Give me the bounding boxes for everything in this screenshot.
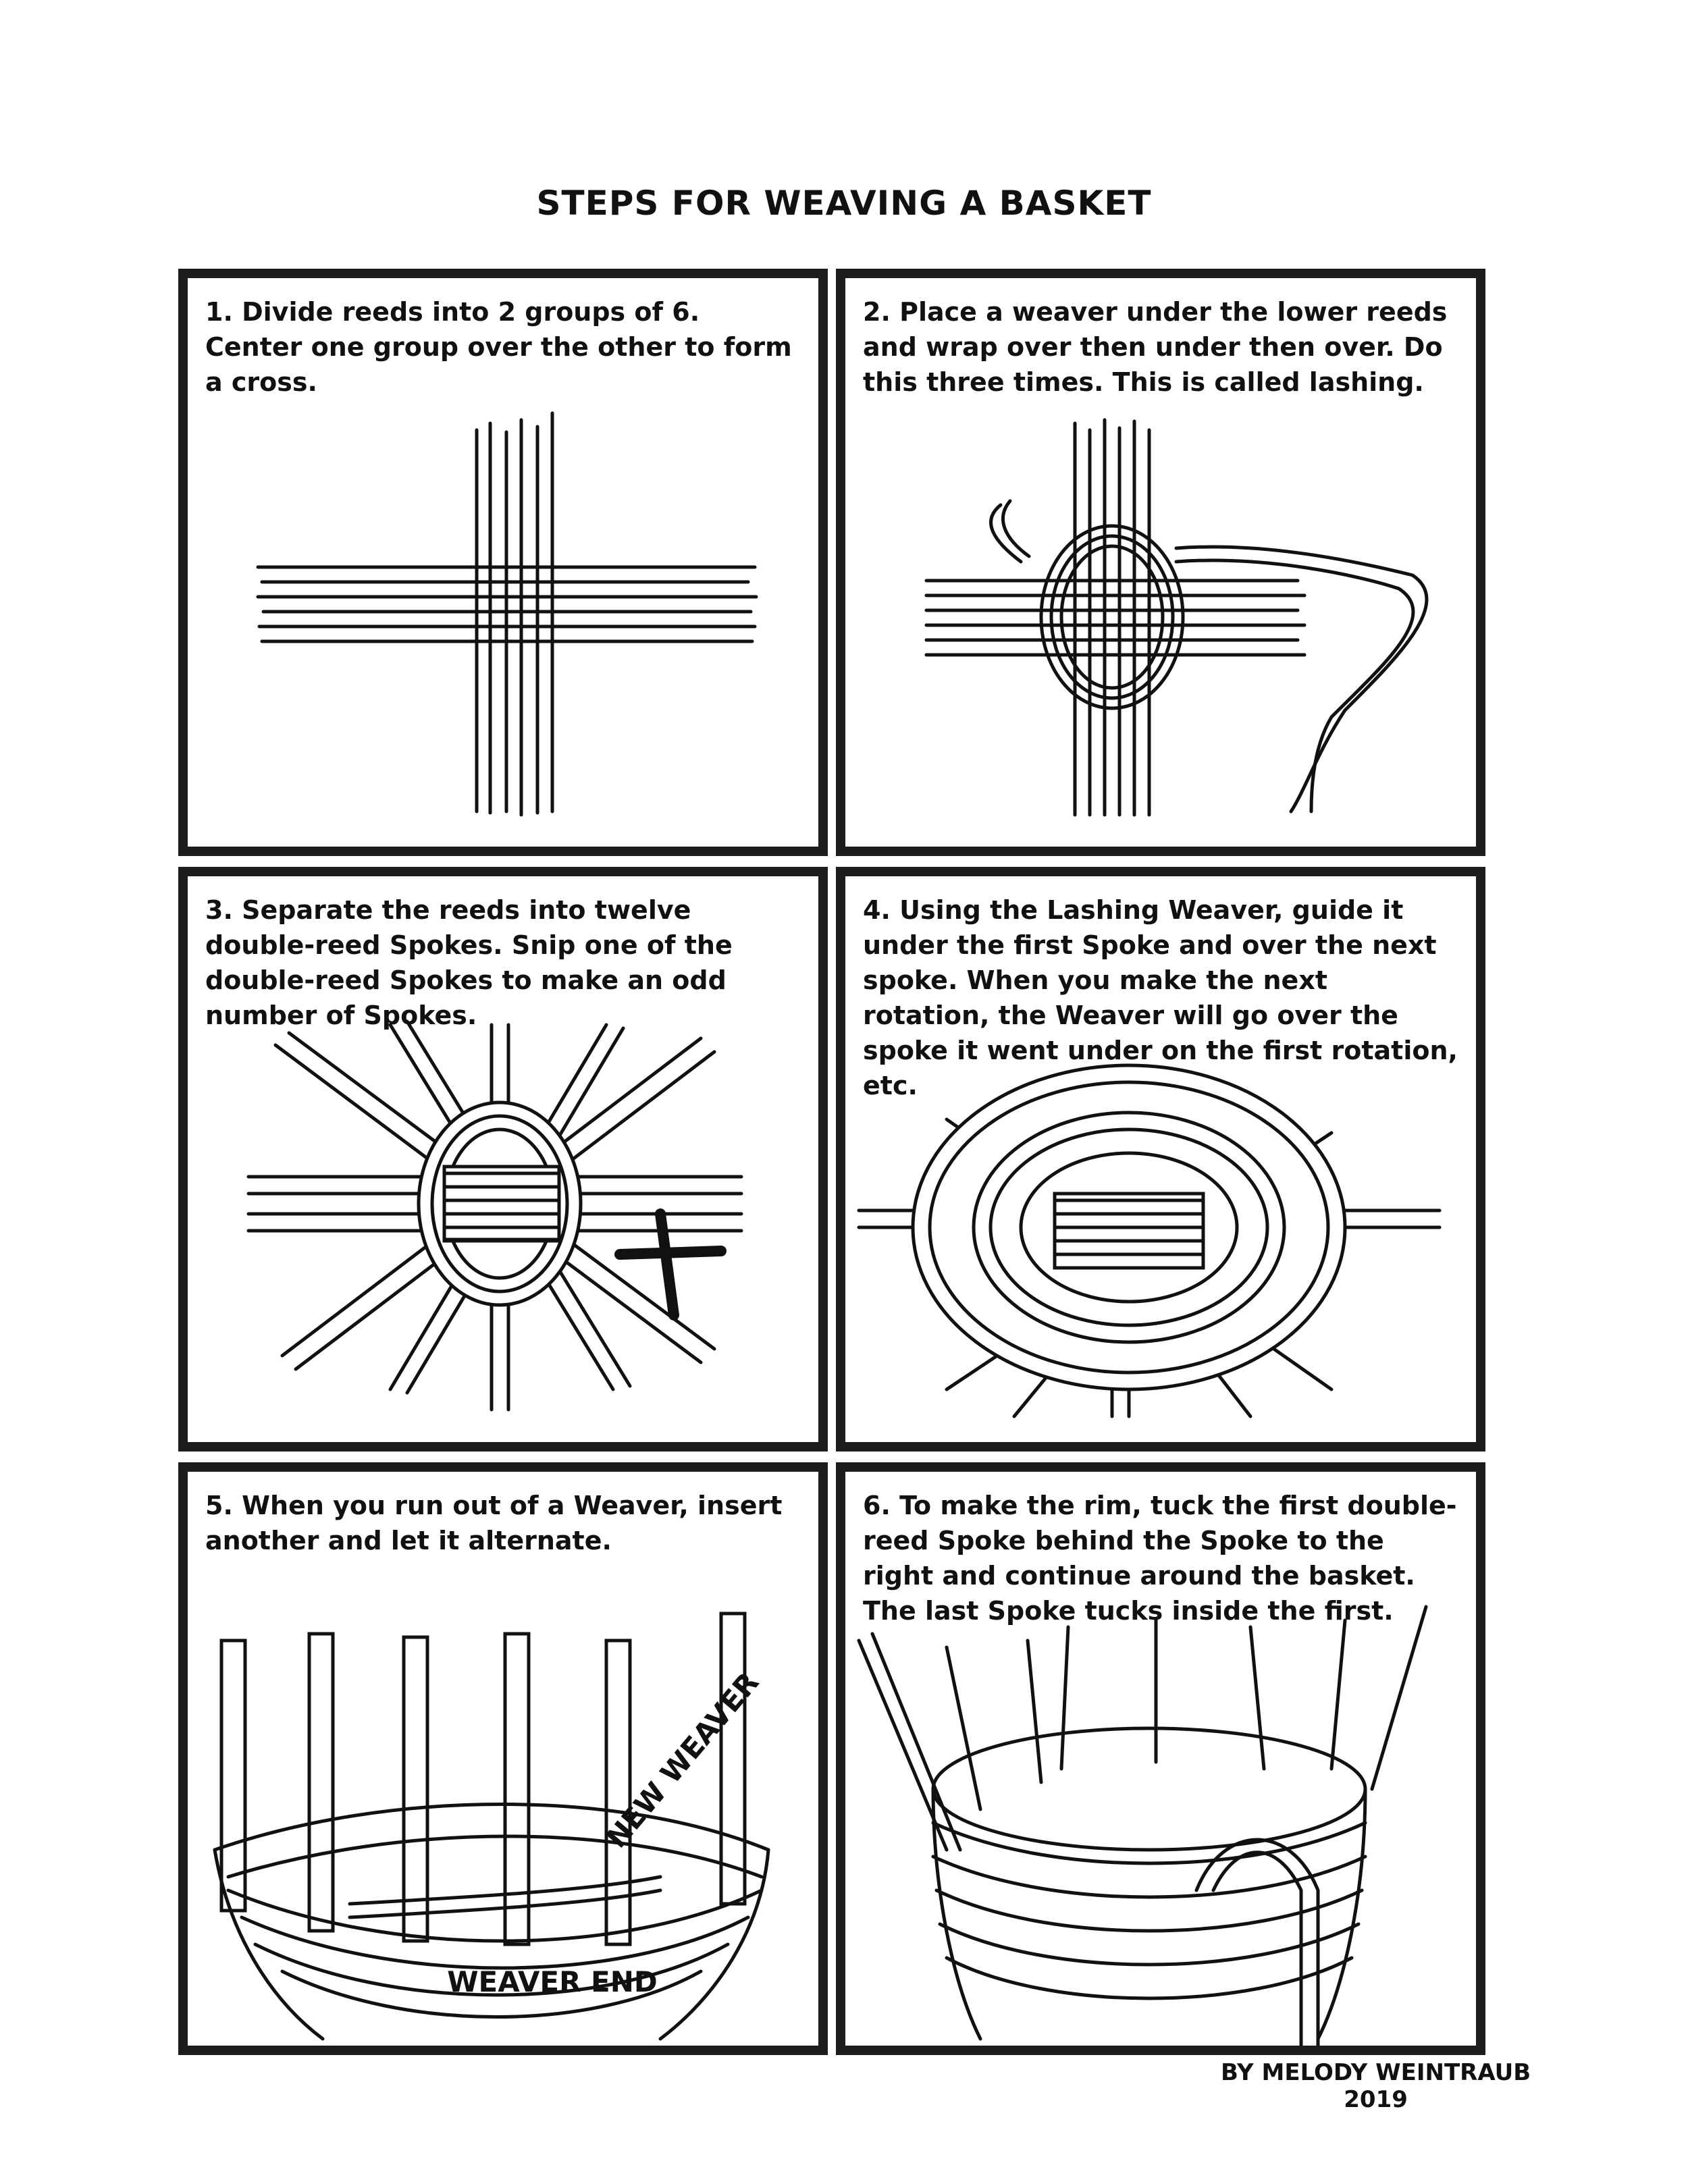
author-credit: BY MELODY WEINTRAUB 2019 <box>1221 2059 1531 2113</box>
step-2-text: 2. Place a weaver under the lower reeds … <box>863 297 1448 397</box>
step-4-text: 4. Using the Lashing Weaver, guide it un… <box>863 895 1458 1100</box>
lashing-illustration <box>924 418 1429 817</box>
step-6-text: 6. To make the rim, tuck the first doubl… <box>863 1491 1457 1626</box>
step-3-text: 3. Separate the reeds into twelve double… <box>205 895 733 1030</box>
weaver-end-label: WEAVER END <box>447 1965 658 1998</box>
author-name: BY MELODY WEINTRAUB <box>1221 2059 1531 2086</box>
step-5-panel: 5. When you run out of a Weaver, insert … <box>178 1462 828 2055</box>
snip-mark-icon <box>614 1208 727 1321</box>
step-1-text: 1. Divide reeds into 2 groups of 6. Cent… <box>205 297 792 397</box>
weaving-rotation-illustration <box>857 1063 1442 1418</box>
step-5-text: 5. When you run out of a Weaver, insert … <box>205 1491 783 1555</box>
step-4-panel: 4. Using the Lashing Weaver, guide it un… <box>836 867 1485 1451</box>
rim-illustration <box>857 1605 1428 2046</box>
reed-cross-illustration <box>256 411 758 817</box>
credit-year: 2019 <box>1344 2086 1408 2113</box>
step-6-panel: 6. To make the rim, tuck the first doubl… <box>836 1462 1485 2055</box>
new-weaver-label: NEW WEAVER <box>600 1666 765 1854</box>
spokes-illustration <box>246 1019 743 1412</box>
page-title: STEPS FOR WEAVING A BASKET <box>536 184 1152 223</box>
step-1-panel: 1. Divide reeds into 2 groups of 6. Cent… <box>178 269 828 856</box>
new-weaver-illustration: NEW WEAVER WEAVER END <box>213 1612 770 2041</box>
step-3-panel: 3. Separate the reeds into twelve double… <box>178 867 828 1451</box>
step-2-panel: 2. Place a weaver under the lower reeds … <box>836 269 1485 856</box>
